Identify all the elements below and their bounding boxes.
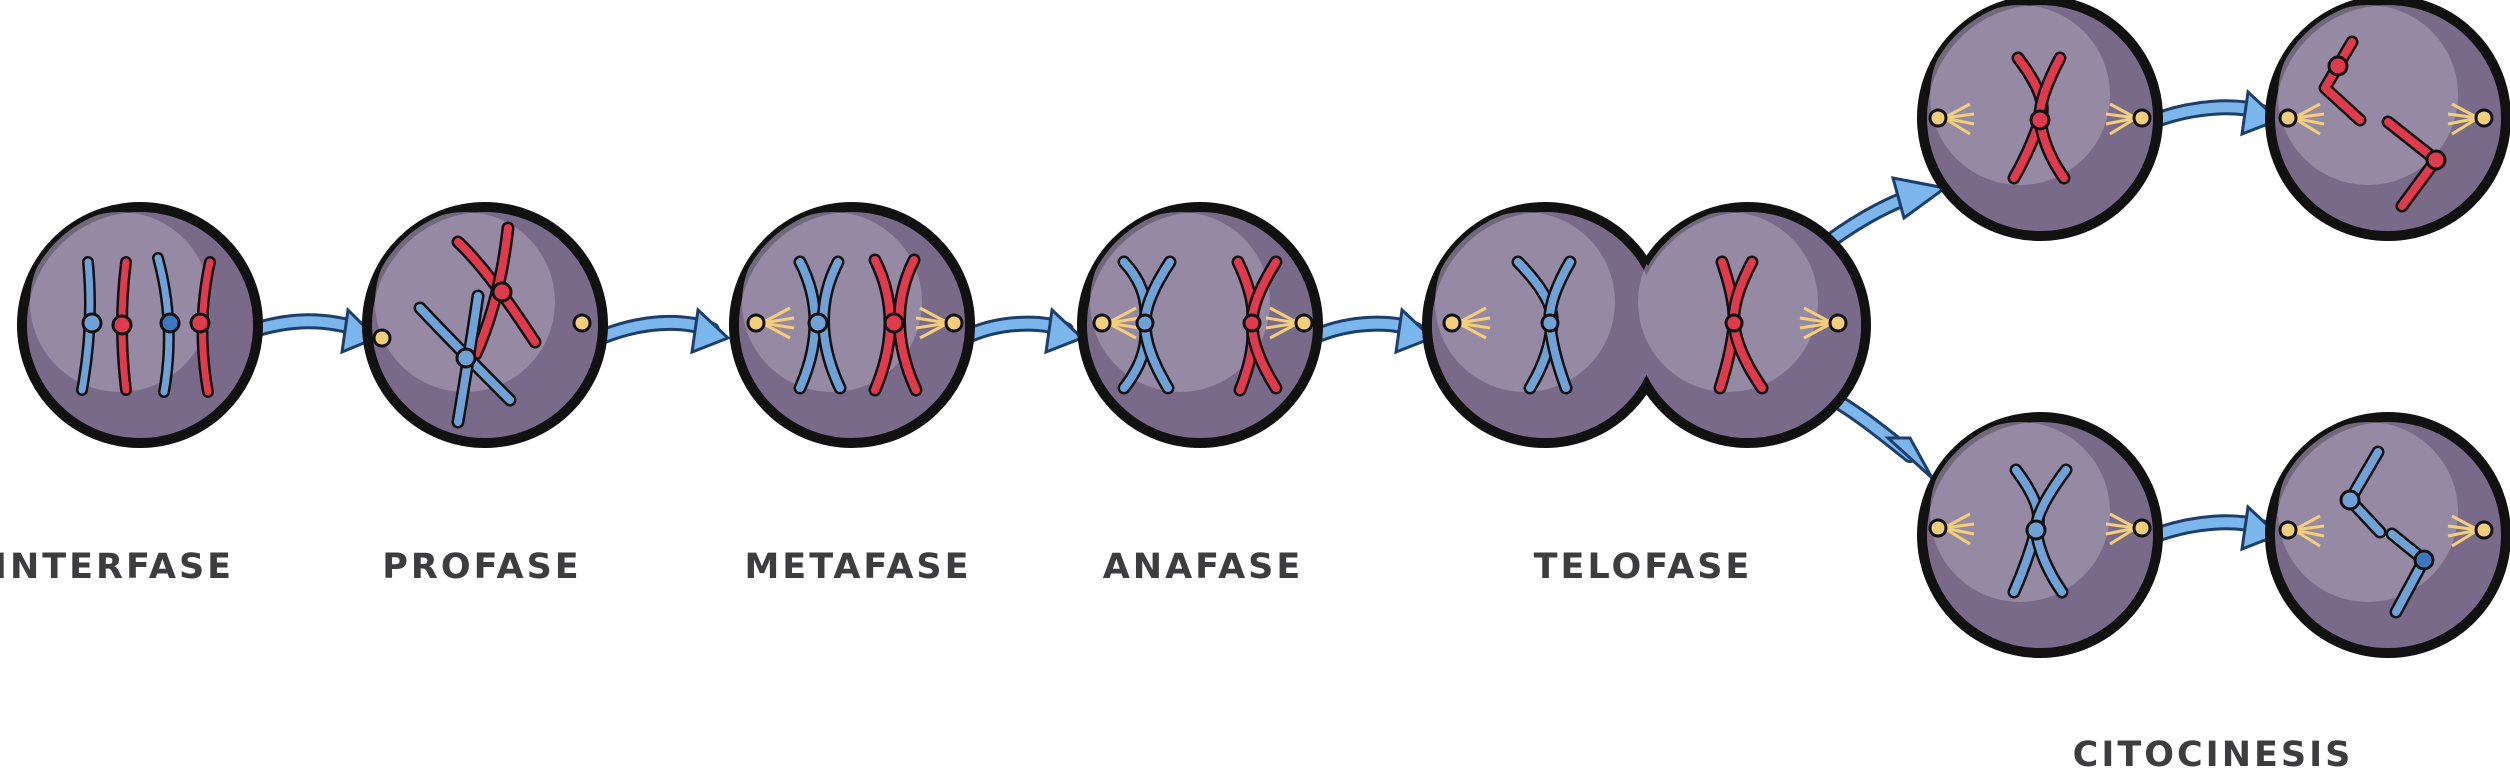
aster-left (761, 306, 795, 340)
chromosome-blue-x (413, 289, 517, 429)
centrosome-left (746, 313, 766, 333)
cell-metafase (729, 202, 975, 448)
centrosome-left (372, 328, 392, 348)
centrosome-left (1928, 518, 1948, 538)
centrosome-right (2474, 520, 2494, 540)
label-interfase: INTERFASE (0, 547, 234, 587)
label-profase: PROFASE (382, 547, 581, 587)
centrosome-right (2132, 518, 2152, 538)
chromatid-red-upper (2318, 35, 2367, 127)
aster-right (2447, 514, 2479, 548)
arrow-anafase-telofase (1310, 306, 1435, 355)
chromosome-blue-telofase (1511, 255, 1577, 395)
centrosome-right (1828, 313, 1848, 333)
label-metafase: METAFASE (744, 547, 971, 587)
chromosome-red-telofase (1713, 255, 1769, 395)
chromatid-blue-upper (2339, 445, 2387, 539)
centrosome-right (2132, 108, 2152, 128)
aster-right (915, 306, 949, 340)
chromatid-red-lower (2381, 115, 2447, 213)
label-anafase: ANAFASE (1103, 547, 1304, 587)
aster-right (1799, 306, 1833, 340)
cell-citocinesis-lower-1 (1917, 412, 2163, 658)
centrosome-left (2278, 108, 2298, 128)
label-telofase: TELOFASE (1534, 547, 1753, 587)
arrow-interfase-profase (240, 306, 379, 355)
chromosome-blue-1 (76, 256, 103, 396)
cell-profase (362, 202, 608, 448)
aster-left (1943, 102, 1975, 136)
centrosome-right (1294, 313, 1314, 333)
cell-citocinesis-upper-2 (2265, 0, 2510, 241)
centrosome-left (2278, 520, 2298, 540)
centrosome-left (1928, 108, 1948, 128)
centrosome-left (1442, 313, 1462, 333)
chromosome-red-x (451, 221, 542, 361)
chromosome-red-1 (111, 256, 133, 396)
aster-right (2105, 102, 2137, 136)
chromosome-red-x (2007, 51, 2071, 185)
arrow-profase-metafase (596, 306, 731, 355)
chromatid-blue (1117, 255, 1177, 395)
chromosome-blue-2 (152, 252, 181, 398)
cell-anafase (1077, 202, 1323, 448)
aster-left (1943, 512, 1975, 546)
cell-citocinesis-upper-1 (1917, 0, 2163, 241)
chromosome-red-2 (189, 256, 216, 398)
aster-left (2293, 514, 2325, 548)
arrow-citocinesis-upper (2148, 88, 2281, 137)
arrow-telofase-upper (1810, 176, 1949, 258)
cell-telofase (1422, 202, 1871, 448)
aster-left (1107, 306, 1141, 340)
centrosome-right (572, 313, 592, 333)
aster-right (2105, 512, 2137, 546)
arrow-metafase-anafase (962, 306, 1085, 355)
cell-citocinesis-lower-2 (2265, 412, 2510, 658)
centrosome-left (1092, 313, 1112, 333)
chromatid-blue-lower (2385, 527, 2435, 619)
label-citocinesis: CITOCINESIS (2073, 735, 2354, 775)
chromatid-red (1231, 255, 1283, 397)
centrosome-right (944, 313, 964, 333)
arrow-citocinesis-lower (2148, 503, 2281, 552)
cell-interfase (17, 202, 263, 448)
chromosome-blue-x (793, 255, 847, 395)
centrosome-right (2474, 108, 2494, 128)
aster-left (1457, 306, 1491, 340)
aster-right (2447, 102, 2479, 136)
aster-left (2293, 102, 2325, 136)
chromosome-blue-x (2007, 463, 2073, 599)
aster-right (1265, 306, 1299, 340)
chromosome-red-x (868, 253, 923, 397)
